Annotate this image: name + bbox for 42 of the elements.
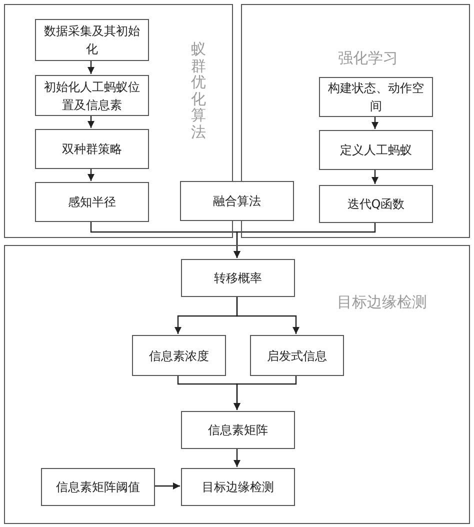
arrow xyxy=(88,60,94,74)
arrow xyxy=(236,296,300,334)
arrow xyxy=(234,448,240,467)
process-box xyxy=(35,19,149,61)
panel-title: 蚁群优化算法 xyxy=(191,41,206,140)
box-label: 构建状态、动作空间 xyxy=(327,80,425,115)
process-box xyxy=(180,181,294,221)
box-label: 启发式信息 xyxy=(266,348,328,364)
process-box xyxy=(319,185,433,223)
box-label: 感知半径 xyxy=(67,194,117,211)
arrow xyxy=(234,222,376,258)
panel-title: 强化学习 xyxy=(338,49,398,68)
process-box xyxy=(35,75,149,116)
process-box xyxy=(132,335,226,376)
arrow xyxy=(234,375,297,410)
box-label: 数据采集及其初始化 xyxy=(43,23,141,58)
arrow xyxy=(88,168,94,181)
box-label: 融合算法 xyxy=(212,193,262,210)
process-box xyxy=(250,335,344,376)
arrow xyxy=(372,169,378,184)
box-label: 信息素矩阵 xyxy=(207,422,269,439)
process-box xyxy=(319,130,433,170)
process-box xyxy=(181,411,295,449)
process-box xyxy=(319,77,433,117)
process-box xyxy=(35,129,149,169)
process-box xyxy=(181,468,295,506)
box-label: 迭代Q函数 xyxy=(346,196,406,213)
box-label: 信息素浓度 xyxy=(148,348,210,364)
arrow xyxy=(88,115,94,128)
box-label: 初始化人工蚂蚁位置及信息素 xyxy=(43,78,141,114)
box-label: 目标边缘检测 xyxy=(201,479,275,496)
process-box xyxy=(35,182,149,222)
box-label: 转移概率 xyxy=(213,270,263,287)
arrow xyxy=(372,116,378,129)
arrow xyxy=(154,482,180,490)
box-label: 信息素矩阵阈值 xyxy=(55,479,141,496)
box-label: 双种群策略 xyxy=(61,141,123,158)
panel-title: 目标边缘检测 xyxy=(337,293,427,312)
process-box xyxy=(41,468,155,506)
process-box xyxy=(181,259,295,297)
group-panel xyxy=(4,245,470,524)
box-label: 定义人工蚂蚁 xyxy=(339,142,413,159)
